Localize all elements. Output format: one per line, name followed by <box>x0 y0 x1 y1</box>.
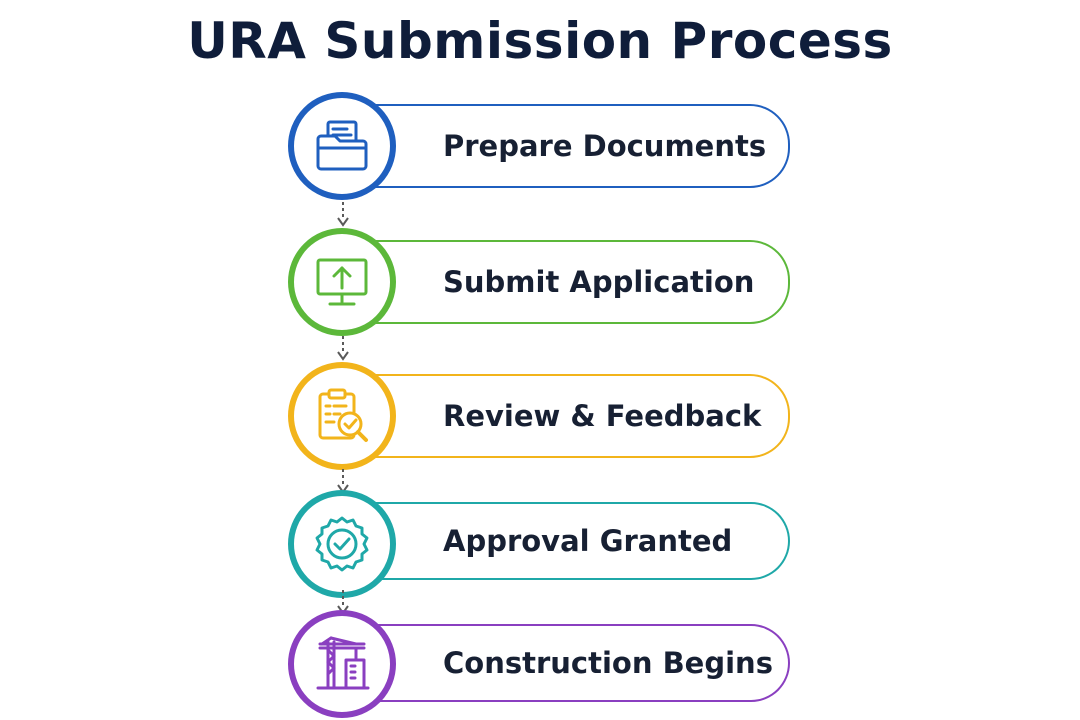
step-1-circle <box>288 92 396 200</box>
connector-arrow-1 <box>337 202 349 227</box>
step-2-circle <box>288 228 396 336</box>
approval-seal-icon <box>315 516 369 572</box>
step-5-circle <box>288 610 396 718</box>
step-2-pill: Submit Application <box>355 240 790 324</box>
step-3-circle <box>288 362 396 470</box>
step-review-feedback: Review & Feedback <box>0 362 1080 470</box>
folder-documents-icon <box>316 120 368 171</box>
connector-arrow-2 <box>337 336 349 361</box>
step-5-pill: Construction Begins <box>355 624 790 702</box>
step-5-label: Construction Begins <box>443 646 773 680</box>
step-4-circle <box>288 490 396 598</box>
monitor-upload-icon <box>316 258 368 306</box>
step-4-label: Approval Granted <box>443 524 733 558</box>
page-title: URA Submission Process <box>187 12 893 70</box>
step-approval-granted: Approval Granted <box>0 490 1080 598</box>
step-3-label: Review & Feedback <box>443 399 762 433</box>
step-4-pill: Approval Granted <box>355 502 790 580</box>
clipboard-magnifier-icon <box>318 388 368 442</box>
step-prepare-documents: Prepare Documents <box>0 92 1080 200</box>
crane-building-icon <box>316 636 370 690</box>
step-1-label: Prepare Documents <box>443 129 767 163</box>
step-submit-application: Submit Application <box>0 228 1080 336</box>
step-3-pill: Review & Feedback <box>355 374 790 458</box>
step-construction-begins: Construction Begins <box>0 610 1080 718</box>
step-2-label: Submit Application <box>443 265 755 299</box>
step-1-pill: Prepare Documents <box>355 104 790 188</box>
